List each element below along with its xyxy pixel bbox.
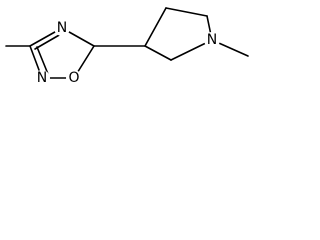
- bond-n2-c3-inner: [36, 46, 49, 75]
- bond-pyr-c3-c4: [144, 7, 167, 47]
- atom-mask-n2: [34, 70, 50, 86]
- bond-c3-n4-inner: [34, 33, 62, 50]
- atom-label-n-bottom: N: [37, 70, 47, 86]
- atom-mask-o1: [66, 70, 82, 86]
- atom-label-n-top: N: [57, 20, 67, 36]
- atom-label-o: O: [68, 70, 79, 86]
- bond-pyr-c2-c3: [144, 45, 172, 61]
- bond-pyr-c4-c5: [165, 7, 208, 17]
- atom-mask-n4: [54, 20, 70, 36]
- atom-mask-npyr: [204, 32, 220, 48]
- structure-diagram: N N O N: [5, 7, 249, 86]
- atom-label-n-pyrrolidine: N: [207, 32, 217, 48]
